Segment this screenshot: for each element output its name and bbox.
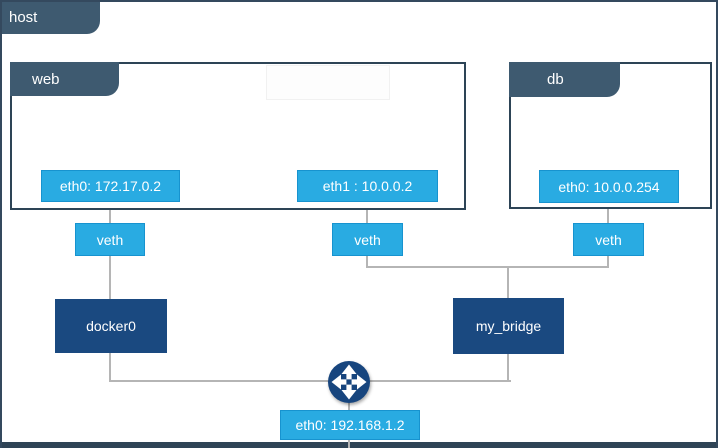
bridge-my-bridge: my_bridge bbox=[453, 298, 564, 354]
connector-line-veth-to-docker0 bbox=[109, 256, 111, 299]
host-tab: host bbox=[2, 2, 100, 34]
interface-label-web-eth0: eth0: 172.17.0.2 bbox=[41, 170, 180, 202]
host-interface-label: eth0: 192.168.1.2 bbox=[280, 410, 420, 440]
bridge-docker0: docker0 bbox=[55, 299, 167, 353]
host-bottom-border bbox=[2, 442, 716, 448]
interface-label-web-eth1: eth1 : 10.0.0.2 bbox=[297, 170, 438, 202]
router-icon bbox=[328, 361, 370, 403]
veth-box-1: veth bbox=[75, 223, 145, 256]
connector-line-web-eth0-to-veth bbox=[109, 202, 111, 223]
container-web-tab: web bbox=[10, 62, 119, 96]
interface-label-db-eth0: eth0: 10.0.0.254 bbox=[539, 170, 679, 203]
connector-line-router-to-eth0 bbox=[348, 403, 350, 412]
connector-line-eth0-to-bottom bbox=[348, 440, 350, 448]
container-web: web eth0: 172.17.0.2 eth1 : 10.0.0.2 bbox=[10, 62, 466, 210]
connector-line-bridges-join bbox=[109, 380, 511, 382]
veth-box-3: veth bbox=[573, 223, 644, 256]
connector-line-web-eth1-to-veth bbox=[366, 202, 368, 223]
connector-line-db-eth0-to-veth bbox=[607, 203, 609, 223]
connector-line-veth2-down bbox=[366, 256, 368, 268]
container-db: db eth0: 10.0.0.254 bbox=[509, 62, 712, 209]
container-db-label: db bbox=[547, 71, 564, 88]
host-label: host bbox=[9, 8, 38, 26]
connector-line-join-to-my-bridge bbox=[507, 267, 509, 298]
ghost-rect bbox=[266, 65, 390, 100]
container-web-label: web bbox=[32, 70, 60, 88]
connector-line-my-bridge-down bbox=[507, 354, 509, 381]
connector-line-docker0-down bbox=[109, 353, 111, 381]
veth-box-2: veth bbox=[332, 223, 403, 256]
container-db-tab: db bbox=[509, 62, 620, 97]
connector-line-veth3-down bbox=[607, 256, 609, 268]
connector-line-veths-join bbox=[366, 266, 609, 268]
